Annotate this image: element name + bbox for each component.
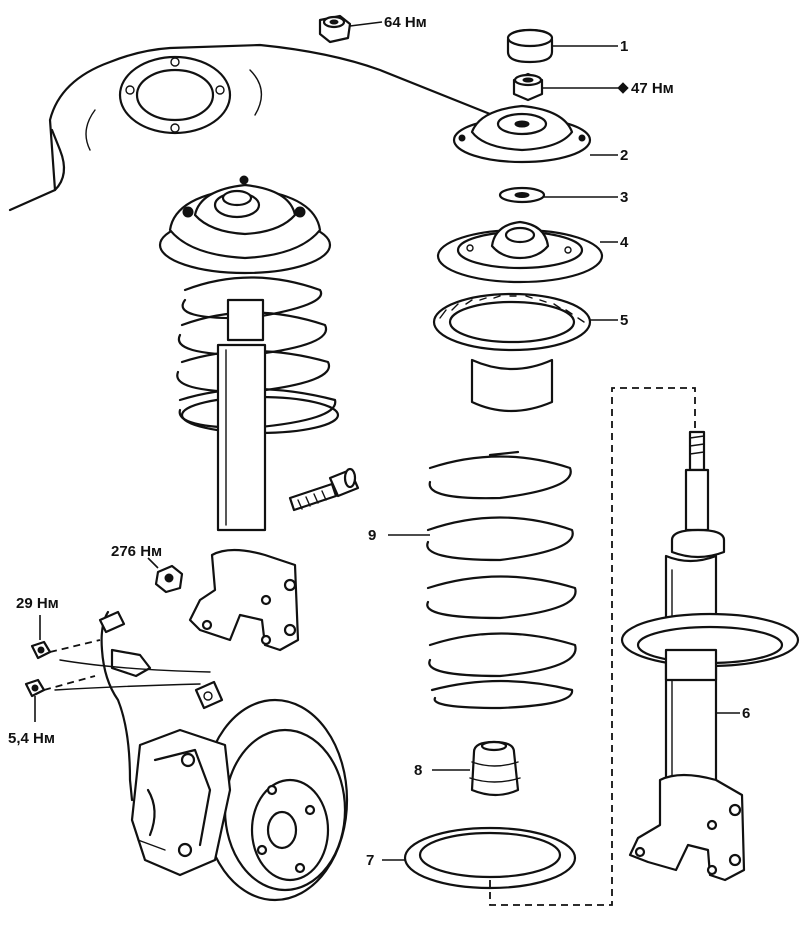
coil-spring-part — [388, 450, 577, 710]
part-label-6: 6 — [742, 705, 750, 722]
bump-stop-part — [432, 740, 521, 797]
upper-spring-seat-part — [436, 220, 618, 284]
part-label-3: 3 — [620, 189, 628, 206]
washer-part — [498, 186, 618, 204]
bracket-bolt-icon — [30, 615, 101, 660]
assembled-strut — [158, 175, 340, 652]
part-label-8: 8 — [414, 762, 422, 779]
knuckle-nut-icon — [147, 557, 184, 594]
lower-insulator-part — [382, 826, 577, 890]
sensor-bolt-icon — [24, 675, 96, 722]
upper-support-part — [452, 104, 618, 164]
torque-label-top-nut: 64 Нм — [384, 14, 427, 31]
torque-label-strut-nut: 47 Нм — [631, 80, 674, 97]
part-label-1: 1 — [620, 38, 628, 55]
dust-cap-part — [506, 28, 618, 64]
part-label-7: 7 — [366, 852, 374, 869]
torque-label-bracket-bolt: 29 Нм — [16, 595, 59, 612]
part-label-4: 4 — [620, 234, 629, 251]
spring-insulator-part — [432, 292, 618, 413]
strut-nut-icon — [512, 72, 629, 102]
body-mount-panel — [8, 43, 502, 212]
brake-disc-assembly — [54, 610, 349, 902]
part-label-5: 5 — [620, 312, 628, 329]
torque-label-sensor-bolt: 5,4 Нм — [8, 730, 55, 747]
part-label-9: 9 — [368, 527, 376, 544]
knuckle-bolt-icon — [288, 467, 360, 512]
part-label-2: 2 — [620, 147, 628, 164]
shock-absorber-part — [620, 430, 800, 882]
top-nut-icon — [318, 14, 383, 44]
torque-label-knuckle-nut: 276 Нм — [111, 543, 162, 560]
